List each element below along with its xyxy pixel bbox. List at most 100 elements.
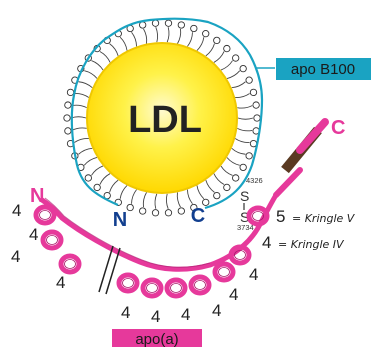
lipid-head (214, 192, 220, 198)
lipid-head (152, 210, 158, 216)
kringle-iv-loop (43, 232, 61, 248)
lipid-tail (132, 32, 137, 46)
lipid-tail (143, 192, 146, 207)
kringle-num-2: 4 (29, 225, 38, 244)
lipid-tail (91, 61, 103, 70)
lipid-tail (110, 180, 119, 192)
lipid-tail (238, 118, 253, 119)
lipid-head (139, 208, 145, 214)
lipid-tail (221, 166, 233, 175)
apo-a-c-terminus: C (331, 117, 345, 139)
lipid-tail (227, 71, 240, 79)
kringle-loop-inner (47, 236, 58, 245)
lipid-tail (156, 27, 158, 42)
kringle-v-legend: = Kringle V (292, 212, 356, 225)
lipid-tail (214, 51, 224, 62)
kringle-iv-loop (119, 275, 137, 291)
lipid-tail (100, 51, 110, 62)
apo-a-label: apo(a) (135, 331, 178, 347)
lipid-tail (177, 192, 180, 207)
lipid-head (232, 55, 238, 61)
kringle-num-3: 4 (11, 247, 20, 266)
lipid-head (246, 77, 252, 83)
lipid-tail (167, 27, 169, 42)
lipid-tail (120, 37, 127, 50)
kringle-loop-inner (123, 279, 134, 288)
lipid-tail (237, 128, 252, 130)
lipid-tail (187, 32, 192, 46)
lipid-tail (72, 105, 87, 107)
lipid-head (191, 25, 197, 31)
lipid-tail (110, 44, 119, 56)
kringle-domains (36, 207, 267, 296)
lipid-head (165, 20, 171, 26)
lipid-tail (74, 138, 88, 142)
kringle-num-1: 4 (12, 201, 21, 220)
disulfide-s-upper: S (240, 188, 249, 204)
lipid-tail (132, 190, 137, 204)
lipid-head (152, 20, 158, 26)
lipid-head (240, 65, 246, 71)
lipid-tail (177, 29, 180, 44)
lipid-tail (143, 29, 146, 44)
lipid-head (94, 184, 100, 190)
lipid-head (253, 102, 259, 108)
apo-b100-n-terminus: N (113, 209, 127, 231)
lipid-tail (74, 93, 88, 97)
kringle-num-6: 4 (151, 307, 160, 326)
apo-b100-label: apo B100 (291, 61, 355, 78)
lipid-head (254, 115, 260, 121)
kringle-iv-number: 4 (262, 233, 271, 252)
lipid-tail (197, 37, 204, 50)
lipid-head (127, 204, 133, 210)
kringle-iv-loop (191, 277, 209, 293)
lipid-tail (84, 157, 97, 165)
lipid-tail (155, 194, 157, 209)
lipid-head (240, 164, 246, 170)
lipid-tail (71, 117, 86, 118)
lipid-tail (100, 174, 110, 185)
lipid-tail (187, 190, 192, 204)
lipid-head (65, 102, 71, 108)
kringle-loop-inner (235, 251, 246, 260)
lipid-tail (221, 61, 233, 70)
lipid-tail (84, 71, 97, 79)
lipid-tail (232, 148, 246, 154)
kringle-iv-loop (61, 256, 79, 272)
lipid-tail (206, 44, 215, 56)
lipid-head (85, 175, 91, 181)
kringle-loop-inner (147, 284, 158, 293)
kringle-num-10: 4 (249, 265, 258, 284)
apo-b100-c-terminus: C (191, 205, 205, 227)
ldl-core-label: LDL (128, 99, 202, 141)
kringle-num-5: 4 (121, 303, 130, 322)
kringle-loop-inner (40, 211, 51, 220)
break-mark-left (99, 246, 113, 292)
lipid-head (203, 30, 209, 36)
lipid-head (139, 22, 145, 28)
lipid-head (178, 22, 184, 28)
lipid-head (214, 37, 220, 43)
apo-a-c-tip (300, 122, 325, 150)
lipid-tail (214, 174, 224, 185)
lipid-head (250, 140, 256, 146)
lipid-tail (72, 128, 87, 130)
lipid-head (224, 45, 230, 51)
lipid-tail (235, 139, 249, 143)
lipid-head (178, 208, 184, 214)
lipid-tail (166, 194, 168, 209)
kringle-iv-loop (215, 264, 233, 280)
lipid-tail (79, 148, 93, 154)
kringle-loop-inner (65, 260, 76, 269)
apo-a-c-stem-pink (276, 170, 300, 195)
kringle-loop-inner (195, 281, 206, 290)
lipid-head (65, 128, 71, 134)
lipid-tail (227, 157, 240, 165)
lipid-tail (232, 82, 246, 88)
kringle-loop-inner (219, 268, 230, 277)
kringle-num-4: 4 (56, 273, 65, 292)
kringle-num-7: 4 (181, 305, 190, 324)
kringle-iv-legend: = Kringle IV (278, 238, 345, 251)
lipid-tail (91, 166, 103, 175)
lipid-tail (79, 82, 93, 88)
